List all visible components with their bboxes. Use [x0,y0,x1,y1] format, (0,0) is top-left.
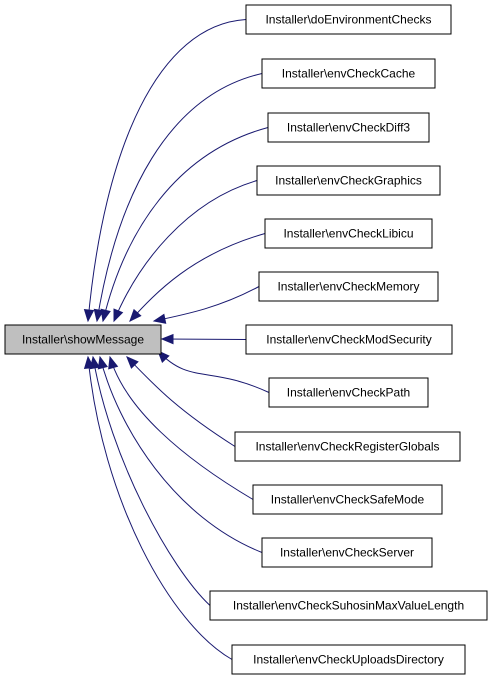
caller-node: Installer\envCheckLibicu [264,218,433,249]
caller-node-box [245,4,452,35]
caller-node-label: Installer\envCheckSafeMode [271,493,425,507]
edge-11 [99,356,263,553]
edge-9 [126,356,236,447]
caller-node: Installer\envCheckPath [268,377,429,408]
edge-7 [161,338,247,340]
caller-node-label: Installer\envCheckDiff3 [287,121,410,135]
edges-layer [83,19,270,660]
caller-node: Installer\envCheckUploadsDirectory [231,644,466,675]
caller-node: Installer\doEnvironmentChecks [245,4,452,35]
edge-arrowhead-10 [108,355,119,370]
edge-arrowhead-13 [83,355,95,369]
caller-node-label: Installer\envCheckServer [280,546,414,560]
caller-node-label: Installer\envCheckCache [282,67,416,81]
edge-arrowhead-3 [100,308,111,323]
caller-node: Installer\envCheckRegisterGlobals [234,431,461,462]
edge-arrowhead-5 [129,308,142,322]
edge-2 [96,73,263,322]
caller-node-box [256,165,441,196]
nodes-layer: Installer\showMessage Installer\doEnviron… [4,4,488,675]
caller-node-label: Installer\envCheckSuhosinMaxValueLength [233,599,464,613]
root-node-box [4,324,162,355]
edge-arrowhead-2 [93,308,105,323]
caller-node: Installer\envCheckCache [261,58,436,89]
edge-arrowhead-7 [160,333,174,345]
edge-12 [92,356,211,606]
caller-node: Installer\envCheckMemory [258,271,439,302]
caller-node-box [261,537,433,568]
edge-5 [129,233,266,322]
edge-arrowhead-1 [83,309,95,323]
edge-1 [87,19,247,322]
caller-node: Installer\envCheckSuhosinMaxValueLength [209,590,488,621]
caller-node: Installer\envCheckModSecurity [245,324,453,355]
caller-node-label: Installer\envCheckGraphics [275,174,422,188]
caller-node-label: Installer\envCheckPath [287,386,410,400]
caller-node-box [209,590,488,621]
edge-arrowhead-4 [113,308,124,323]
root-node-label: Installer\showMessage [22,333,144,347]
caller-node-label: Installer\envCheckModSecurity [266,333,431,347]
caller-node: Installer\envCheckSafeMode [252,484,443,515]
caller-node-box [231,644,466,675]
edge-arrowhead-11 [97,355,108,370]
edge-arrowhead-9 [126,356,139,369]
caller-node: Installer\envCheckServer [261,537,433,568]
edge-arrowhead-6 [152,313,167,324]
caller-node-box [268,377,429,408]
caller-node: Installer\envCheckGraphics [256,165,441,196]
caller-node-box [245,324,453,355]
edge-4 [113,180,258,322]
caller-node-box [267,112,430,143]
caller-node-label: Installer\envCheckUploadsDirectory [253,653,444,667]
caller-node-label: Installer\envCheckLibicu [283,227,413,241]
edge-6 [153,286,260,322]
root-node: Installer\showMessage [4,324,162,355]
caller-node: Installer\envCheckDiff3 [267,112,430,143]
edge-13 [87,356,233,660]
edge-10 [109,356,254,500]
caller-node-box [264,218,433,249]
caller-node-label: Installer\envCheckRegisterGlobals [255,440,439,454]
caller-node-box [252,484,443,515]
caller-node-box [258,271,439,302]
edge-8 [157,350,270,393]
caller-node-box [234,431,461,462]
caller-node-label: Installer\envCheckMemory [277,280,419,294]
edge-3 [102,127,269,322]
caller-node-box [261,58,436,89]
caller-node-label: Installer\doEnvironmentChecks [265,13,431,27]
